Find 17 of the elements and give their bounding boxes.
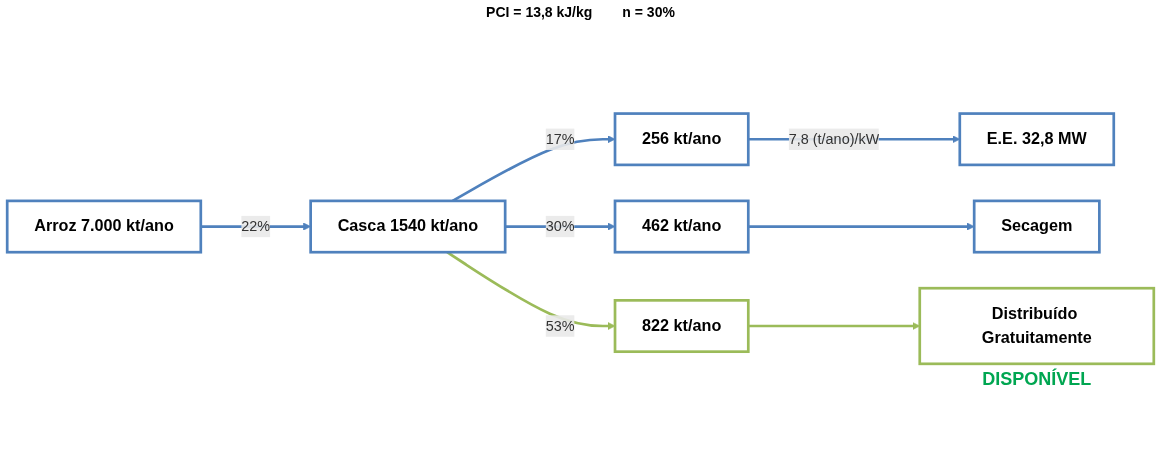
edge-label: 30% bbox=[545, 218, 575, 234]
edge-label: 7,8 (t/ano)/kW bbox=[788, 131, 880, 147]
node-box: E.E. 32,8 MW bbox=[958, 112, 1116, 167]
node-box: Secagem bbox=[972, 199, 1101, 254]
node-box: Arroz 7.000 kt/ano bbox=[5, 199, 203, 254]
node-box: 256 kt/ano bbox=[613, 112, 750, 167]
edge-label: 22% bbox=[241, 218, 271, 234]
node-box: Distribuído Gratuitamente bbox=[918, 286, 1156, 366]
note-text: PCI = 13,8 kJ/kg bbox=[486, 4, 593, 20]
note-text: n = 30% bbox=[622, 4, 675, 20]
edge-label: 17% bbox=[545, 131, 575, 147]
status-text: DISPONÍVEL bbox=[982, 369, 1092, 390]
node-box: 462 kt/ano bbox=[613, 199, 750, 254]
node-box: Casca 1540 kt/ano bbox=[309, 199, 507, 254]
node-box: 822 kt/ano bbox=[613, 299, 750, 354]
edge-label: 53% bbox=[545, 317, 575, 334]
arrow bbox=[748, 222, 975, 231]
